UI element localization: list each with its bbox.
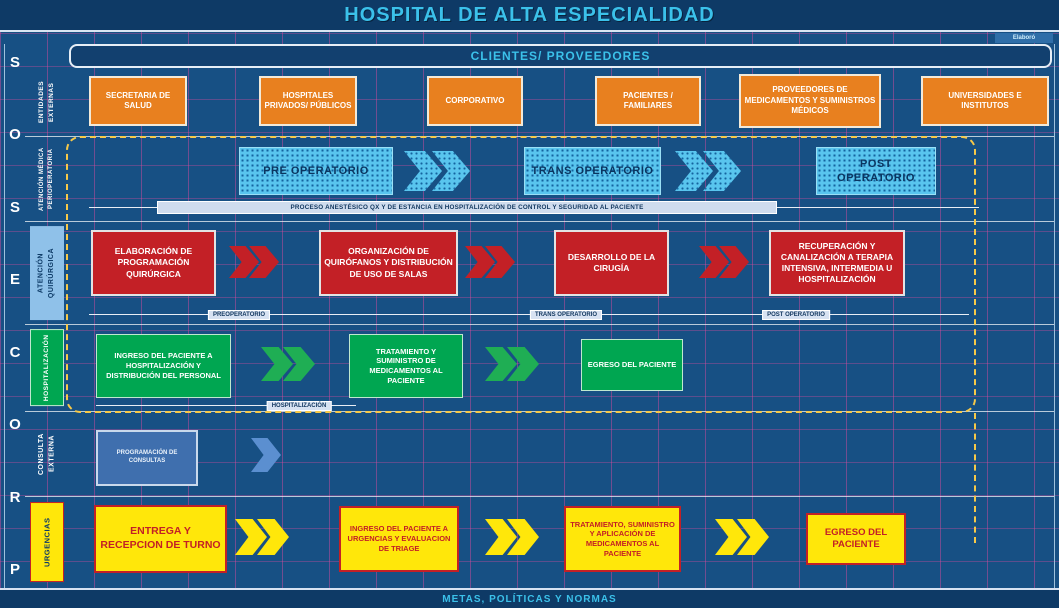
surgical-step-box: ORGANIZACIÓN DE QUIRÓFANOS Y DISTRIBUCIÓ… — [319, 230, 458, 296]
page-title: HOSPITAL DE ALTA ESPECIALIDAD — [344, 3, 715, 26]
clients-providers-header: CLIENTES/ PROVEEDORES — [69, 44, 1052, 68]
flow-arrows — [251, 438, 281, 472]
external-entity-box: PROVEEDORES DE MEDICAMENTOS Y SUMINISTRO… — [739, 74, 881, 128]
lane-atencion-medica-perioperatoria: ATENCIÓN MÉDICA PERIOPERATORIA PRE OPERA… — [25, 136, 1054, 221]
lane-hospitalizacion: HOSPITALIZACIÓN INGRESO DEL PACIENTE A H… — [25, 324, 1054, 411]
urgencias-step-box: TRATAMIENTO, SUMINISTRO Y APLICACIÓN DE … — [564, 506, 681, 572]
surgical-step-box: RECUPERACIÓN Y CANALIZACIÓN A TERAPIA IN… — [769, 230, 905, 296]
lane-label-hospitalizacion: HOSPITALIZACIÓN — [25, 325, 69, 411]
rail-letter: S — [9, 54, 20, 71]
surgical-step-box: DESARROLLO DE LA CIRUGÍA — [554, 230, 669, 296]
phase-tag: PREOPERATORIO — [207, 310, 271, 320]
corner-note: Elaboró — [995, 33, 1053, 43]
lane-atencion-quirurgica: ATENCIÓN QUIRÚRGICA ELABORACIÓN DE PROGR… — [25, 221, 1054, 324]
flow-arrows — [715, 519, 769, 555]
chevron-icon — [251, 438, 281, 472]
procesos-rail: S O S E C O R P — [5, 44, 25, 588]
lane-label-perioperatoria: ATENCIÓN MÉDICA PERIOPERATORIA — [39, 147, 54, 211]
diagram-body: S O S E C O R P CLIENTES/ PROVEEDORES EN… — [4, 44, 1055, 588]
flow-arrows — [229, 246, 279, 278]
flow-arrows — [675, 151, 741, 191]
rail-letter: S — [9, 198, 20, 216]
flow-arrows — [485, 347, 539, 381]
external-entity-box: UNIVERSIDADES E INSTITUTOS — [921, 76, 1049, 126]
lane-entidades-externas: ENTIDADES EXTERNAS SECRETARIA DE SALUD H… — [25, 68, 1054, 136]
rail-letter: P — [9, 560, 20, 578]
perioperatorio-step-box: TRANS OPERATORIO — [524, 147, 661, 195]
anesthesia-process-bar: PROCESO ANESTÉSICO QX Y DE ESTANCIA EN H… — [157, 201, 777, 214]
title-bar: HOSPITAL DE ALTA ESPECIALIDAD — [0, 0, 1059, 32]
flow-arrows — [465, 246, 515, 278]
flow-arrows — [699, 246, 749, 278]
rail-letter: C — [9, 343, 21, 361]
flow-arrows — [235, 519, 289, 555]
phase-baseline — [89, 314, 969, 315]
urgencias-step-box: INGRESO DEL PACIENTE A URGENCIAS Y EVALU… — [339, 506, 459, 572]
urgencias-step-box: EGRESO DEL PACIENTE — [806, 513, 906, 565]
flow-arrows — [404, 151, 470, 191]
surgical-step-box: ELABORACIÓN DE PROGRAMACIÓN QUIRÚRGICA — [91, 230, 216, 296]
rail-letter: R — [9, 488, 21, 506]
footer-bar: METAS, POLÍTICAS Y NORMAS — [0, 588, 1059, 608]
flow-arrows — [261, 347, 315, 381]
hospital-step-box: TRATAMIENTO Y SUMINISTRO DE MEDICAMENTOS… — [349, 334, 463, 398]
lane-label-entidades-externas: ENTIDADES EXTERNAS — [38, 80, 55, 124]
urgencias-step-box: ENTREGA Y RECEPCION DE TURNO — [94, 505, 227, 573]
phase-tag: POST OPERATORIO — [762, 310, 830, 320]
hospital-step-box: INGRESO DEL PACIENTE A HOSPITALIZACIÓN Y… — [96, 334, 231, 398]
lane-label-quirurgica: ATENCIÓN QUIRÚRGICA — [25, 222, 69, 324]
external-entity-box: HOSPITALES PRIVADOS/ PÚBLICOS — [259, 76, 357, 126]
lane-label-urgencias: URGENCIAS — [25, 497, 69, 588]
rail-letter: O — [9, 416, 21, 434]
external-entity-box: CORPORATIVO — [427, 76, 523, 126]
perioperatorio-step-box: POST OPERATORIO — [816, 147, 936, 195]
chevron-icon — [404, 151, 442, 191]
rail-letter: O — [9, 126, 21, 144]
consulta-step-box: PROGRAMACIÓN DE CONSULTAS — [96, 430, 198, 486]
lane-consulta-externa: CONSULTA EXTERNA PROGRAMACIÓN DE CONSULT… — [25, 411, 1054, 496]
phase-tag: HOSPITALIZACIÓN — [266, 401, 332, 411]
phase-baseline — [96, 405, 356, 406]
external-entity-box: SECRETARIA DE SALUD — [89, 76, 187, 126]
footer-text: METAS, POLÍTICAS Y NORMAS — [442, 593, 617, 605]
lane-label-consulta-externa: CONSULTA EXTERNA — [37, 433, 56, 475]
flow-arrows — [485, 519, 539, 555]
chevron-icon — [675, 151, 713, 191]
rail-letter: E — [9, 271, 20, 289]
hospital-step-box: EGRESO DEL PACIENTE — [581, 339, 683, 391]
phase-tag: TRANS OPERATORIO — [529, 310, 603, 320]
perioperatorio-step-box: PRE OPERATORIO — [239, 147, 393, 195]
external-entity-box: PACIENTES / FAMILIARES — [595, 76, 701, 126]
lane-urgencias: URGENCIAS ENTREGA Y RECEPCION DE TURNO I… — [25, 496, 1054, 588]
